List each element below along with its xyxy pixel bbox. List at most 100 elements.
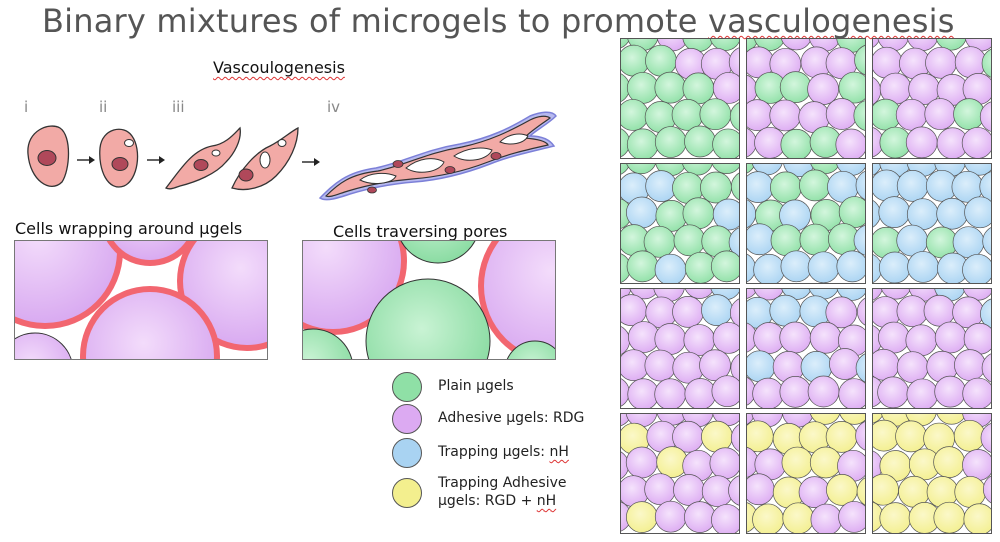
- legend-label-trapping-adhesive-nh: nH: [536, 493, 557, 509]
- microgel-adhesive: [712, 72, 739, 104]
- microgel-trapping-adhesive: [953, 419, 986, 452]
- microgel-plain: [621, 164, 630, 175]
- microgel-trapping: [952, 226, 985, 259]
- microgel-trapping-adhesive: [963, 503, 991, 533]
- adhesive-ugel-swatch: [392, 404, 422, 434]
- legend-item-plain: Plain µgels: [392, 372, 592, 402]
- legend-label-plain: Plain µgels: [438, 378, 514, 394]
- microgel-trapping-adhesive: [626, 501, 658, 533]
- microgel-adhesive: [672, 296, 704, 328]
- microgel-adhesive: [924, 98, 957, 130]
- microgel-plain: [779, 71, 812, 103]
- microgel-adhesive: [905, 324, 938, 357]
- microgel-adhesive: [752, 377, 784, 408]
- mixture-tile: [746, 288, 866, 409]
- mixture-tile: [620, 288, 740, 409]
- microgel-mixture-grid: [620, 38, 992, 534]
- microgel-adhesive: [644, 349, 677, 382]
- microgel-adhesive: [810, 503, 843, 533]
- microgel-adhesive: [896, 351, 929, 384]
- microgel-adhesive: [925, 46, 957, 79]
- vasculogenesis-heading: Vascoulogenesis: [213, 58, 345, 77]
- microgel-trapping-adhesive: [826, 474, 858, 506]
- microgel-adhesive: [747, 99, 774, 131]
- panel-caption-wrapping: Cells wrapping around µgels: [15, 219, 243, 238]
- microgel-adhesive: [730, 424, 739, 452]
- microgel-adhesive: [644, 473, 676, 506]
- microgel-adhesive: [654, 500, 687, 533]
- cell-stage-i: [27, 125, 70, 187]
- microgel-plain: [729, 102, 739, 131]
- microgel-adhesive: [684, 289, 715, 299]
- microgel-adhesive: [934, 321, 967, 354]
- microgel-plain: [854, 45, 865, 76]
- microgel-adhesive: [961, 127, 991, 158]
- microgel-plain: [626, 250, 659, 283]
- microgel-adhesive: [979, 101, 991, 132]
- microgel-adhesive: [877, 376, 909, 408]
- microgel-adhesive: [625, 446, 658, 479]
- microgel-adhesive: [730, 353, 739, 382]
- mixture-tile: [872, 288, 992, 409]
- microgel-plain: [700, 171, 732, 204]
- microgel-plain: [626, 72, 659, 104]
- microgel-packing: [621, 414, 739, 533]
- vessel-stage-iv: [318, 111, 557, 201]
- step-label-iv: iv: [327, 98, 341, 116]
- microgel-plain: [621, 99, 649, 131]
- arrow-icon: [77, 156, 95, 164]
- microgel-trapping-adhesive: [856, 477, 865, 506]
- microgel-packing: [621, 164, 739, 283]
- microgel-trapping: [836, 250, 865, 283]
- microgel-trapping: [878, 196, 911, 228]
- microgel-trapping-adhesive: [936, 414, 967, 425]
- legend-label-trapping-adhesive: Trapping Adhesive µgels: RGD + nH: [438, 474, 567, 510]
- legend-label-trapping-adhesive-line1: Trapping Adhesive: [438, 475, 567, 491]
- microgel-trapping-adhesive: [933, 501, 966, 533]
- microgel-plain: [838, 196, 865, 228]
- trapping-ugel-swatch: [392, 438, 422, 468]
- legend-item-trapping: Trapping µgels: nH: [392, 438, 612, 468]
- panel-caption-traversing: Cells traversing pores: [333, 222, 508, 241]
- microgel-adhesive: [838, 378, 865, 408]
- title-prefix: Binary mixtures of microgels to promote: [42, 2, 709, 40]
- legend-label-adhesive: Adhesive µgels: RDG: [438, 410, 585, 426]
- step-label-i: i: [24, 98, 29, 116]
- microgel-adhesive: [835, 128, 865, 158]
- microgel-adhesive: [728, 47, 739, 77]
- microgel-plain: [712, 128, 739, 158]
- legend-label-trapping-adhesive-line2: µgels: RGD +: [438, 493, 537, 509]
- page-title: Binary mixtures of microgels to promote …: [42, 2, 955, 40]
- microgel-plain: [838, 71, 865, 104]
- mixture-tile: [872, 38, 992, 159]
- microgel-trapping: [873, 164, 882, 176]
- microgel-adhesive: [627, 378, 660, 408]
- microgel-plain: [780, 128, 813, 158]
- step-label-ii: ii: [99, 98, 108, 116]
- microgel-adhesive: [621, 294, 647, 326]
- cell-stage-iii: [164, 126, 299, 191]
- microgel-trapping: [769, 294, 802, 327]
- microgel-trapping: [982, 227, 991, 256]
- microgel-trapping: [964, 196, 991, 229]
- microgel-trapping: [780, 250, 813, 283]
- microgel-plain: [699, 98, 732, 131]
- microgel-plain: [626, 164, 656, 175]
- microgel-packing: [747, 39, 865, 158]
- mixture-tile: [746, 163, 866, 284]
- microgel-adhesive: [825, 296, 858, 329]
- microgel-plain: [621, 39, 631, 49]
- title-underlined-word: vasculogenesis: [708, 2, 955, 40]
- microgel-adhesive: [878, 321, 910, 354]
- microgel-plain: [626, 128, 659, 158]
- microgel-trapping-adhesive: [954, 476, 987, 508]
- step-label-iii: iii: [172, 98, 185, 116]
- microgel-trapping: [807, 251, 840, 283]
- mixture-tile: [746, 38, 866, 159]
- microgel-trapping: [878, 251, 911, 283]
- microgel-trapping-adhesive: [873, 414, 884, 424]
- microgel-trapping: [907, 251, 939, 283]
- microgel-adhesive: [807, 73, 839, 105]
- microgel-adhesive: [809, 321, 842, 354]
- microgel-adhesive: [769, 99, 802, 132]
